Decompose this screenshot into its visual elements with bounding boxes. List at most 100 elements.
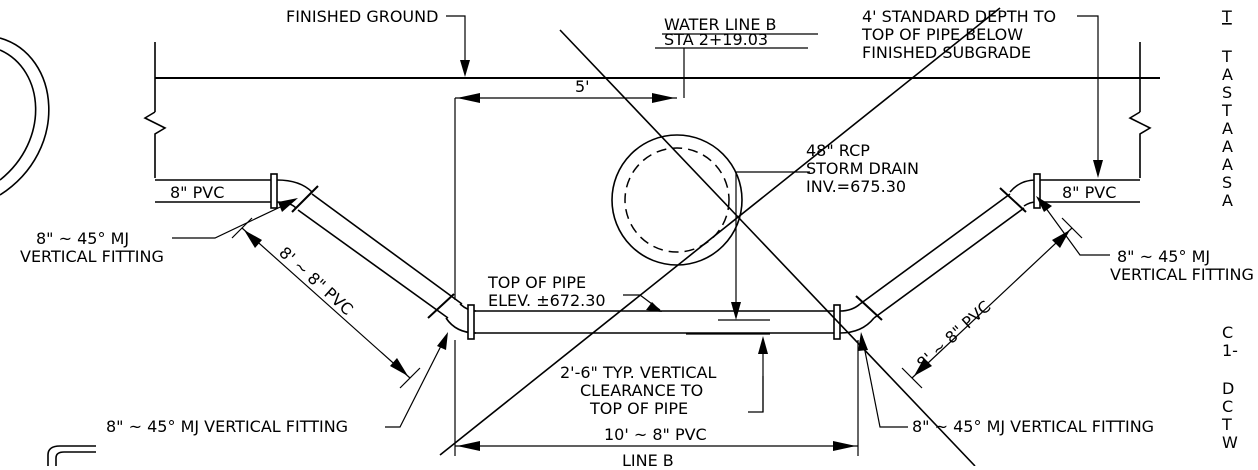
mj-right-upper-leader bbox=[1039, 199, 1110, 256]
left-upper-flange bbox=[291, 185, 319, 213]
std-depth-line1: 4' STANDARD DEPTH TO bbox=[862, 7, 1056, 26]
clearance-label-1: 2'-6" TYP. VERTICAL bbox=[560, 363, 716, 382]
right-diag-dim-tick1 bbox=[901, 367, 923, 389]
left-diag-dim-tick1 bbox=[231, 217, 253, 239]
mj-right-lower-label: 8" ~ 45° MJ VERTICAL FITTING bbox=[912, 417, 1154, 436]
right-diag-dim bbox=[911, 227, 1073, 379]
mj-right-upper-label-2: VERTICAL FITTING bbox=[1110, 265, 1254, 284]
mj-right-upper-label-1: 8" ~ 45° MJ bbox=[1117, 247, 1210, 266]
notes-line: W bbox=[1222, 433, 1238, 452]
five-ft-arrow-left bbox=[457, 93, 480, 103]
left-diag-bottom bbox=[297, 209, 449, 319]
clearance-label-2: CLEARANCE TO bbox=[580, 381, 703, 400]
std-depth-line2: TOP OF PIPE BELOW bbox=[861, 25, 1023, 44]
right-diag-dim-tick2 bbox=[1061, 217, 1083, 239]
notes-line: S bbox=[1222, 173, 1232, 192]
rcp-label-3: INV.=675.30 bbox=[806, 177, 906, 196]
right-diag-bottom bbox=[873, 207, 1025, 319]
rcp-arrow-down bbox=[731, 302, 741, 320]
notes-heading: T bbox=[1221, 7, 1232, 26]
mj-left-lower-label: 8" ~ 45° MJ VERTICAL FITTING bbox=[106, 417, 348, 436]
cross-line-2 bbox=[559, 29, 976, 467]
right-diag-arrow2 bbox=[1052, 230, 1070, 248]
right-diag-top bbox=[859, 193, 1011, 305]
bottom-left-symbol bbox=[47, 445, 96, 466]
mj-left-upper-arrow bbox=[278, 198, 298, 212]
right-lower-elbow-bottom bbox=[839, 317, 875, 334]
right-lower-flange bbox=[855, 295, 883, 321]
finished-ground-arrow bbox=[460, 60, 470, 77]
water-line-label: WATER LINE B bbox=[664, 15, 777, 34]
left-oval-inner bbox=[0, 49, 37, 181]
std-depth-leader bbox=[1077, 15, 1099, 172]
mj-left-upper-leader bbox=[172, 199, 296, 239]
left-lower-flange bbox=[427, 293, 455, 319]
mj-right-upper-arrow bbox=[1036, 196, 1052, 212]
pvc-right-label: 8" PVC bbox=[1062, 183, 1116, 202]
left-diag-arrow2 bbox=[390, 358, 408, 376]
right-upper-flange bbox=[999, 187, 1027, 213]
notes-line: A bbox=[1222, 119, 1233, 138]
left-diag-top bbox=[311, 193, 463, 305]
notes-line: D bbox=[1222, 379, 1234, 398]
mj-right-lower-leader bbox=[861, 335, 908, 428]
notes-line: T bbox=[1221, 47, 1232, 66]
notes-block-1: T A S T A A A S A bbox=[1221, 47, 1233, 210]
right-diag-arrow1 bbox=[914, 358, 932, 376]
ten-ft-arrow-left bbox=[457, 441, 480, 451]
notes-line: T bbox=[1221, 101, 1232, 120]
mj-left-upper-label-2: VERTICAL FITTING bbox=[20, 247, 164, 266]
std-depth-arrow bbox=[1093, 160, 1103, 178]
notes-line: 1- bbox=[1222, 341, 1238, 360]
notes-block-3: D C T W bbox=[1221, 379, 1238, 452]
ten-ft-label: 10' ~ 8" PVC bbox=[604, 425, 707, 444]
notes-block-2: C 1- bbox=[1222, 323, 1238, 360]
clearance-label-3: TOP OF PIPE bbox=[589, 399, 688, 418]
station-label: STA 2+19.03 bbox=[664, 30, 768, 49]
left-diag-dim-tick2 bbox=[399, 367, 421, 389]
bottom-left-joint bbox=[467, 304, 475, 340]
notes-line: S bbox=[1222, 83, 1232, 102]
top-of-pipe-label-1: TOP OF PIPE bbox=[487, 273, 586, 292]
ten-ft-arrow-right bbox=[833, 441, 856, 451]
bottom-left-symbol-inner bbox=[55, 451, 96, 466]
notes-line: C bbox=[1222, 397, 1233, 416]
right-break-mark bbox=[1128, 111, 1152, 178]
right-lower-elbow-top bbox=[839, 303, 861, 312]
left-diag-dim-label: 8' ~ 8" PVC bbox=[275, 243, 356, 319]
notes-line: A bbox=[1222, 155, 1233, 174]
right-diag-dim-label: 8' ~ 8" PVC bbox=[913, 297, 994, 373]
notes-line: C bbox=[1222, 323, 1233, 342]
left-diag-dim bbox=[241, 227, 411, 379]
top-of-pipe-label-2: ELEV. ±672.30 bbox=[488, 291, 606, 310]
left-oval-outer bbox=[0, 37, 50, 196]
std-depth-line3: FINISHED SUBGRADE bbox=[862, 43, 1031, 62]
left-pipe-joint bbox=[270, 173, 278, 209]
five-ft-label: 5' bbox=[575, 77, 590, 96]
pvc-left-label: 8" PVC bbox=[170, 183, 224, 202]
notes-line: T bbox=[1221, 415, 1232, 434]
clearance-arrow-up bbox=[758, 336, 768, 354]
finished-ground-leader bbox=[446, 15, 466, 70]
five-ft-arrow-right bbox=[652, 93, 675, 103]
notes-line: A bbox=[1222, 137, 1233, 156]
right-pipe-joint bbox=[1033, 173, 1041, 209]
rcp-label-1: 48" RCP bbox=[806, 141, 870, 160]
line-b-label: LINE B bbox=[622, 451, 674, 466]
notes-line: A bbox=[1222, 191, 1233, 210]
notes-line: A bbox=[1222, 65, 1233, 84]
top-of-pipe-arrow bbox=[646, 302, 662, 312]
clearance-leader bbox=[748, 376, 764, 413]
storm-drain-inner bbox=[624, 147, 730, 253]
mj-right-lower-arrow bbox=[858, 332, 868, 351]
cross-line-1 bbox=[439, 7, 1001, 456]
left-break-mark bbox=[143, 111, 167, 178]
finished-ground-label: FINISHED GROUND bbox=[286, 7, 438, 26]
left-diag-arrow1 bbox=[244, 230, 262, 248]
mj-left-lower-arrow bbox=[437, 332, 448, 350]
left-elbow-top bbox=[276, 179, 313, 193]
mj-left-upper-label-1: 8" ~ 45° MJ bbox=[36, 229, 129, 248]
rcp-label-2: STORM DRAIN bbox=[806, 159, 919, 178]
